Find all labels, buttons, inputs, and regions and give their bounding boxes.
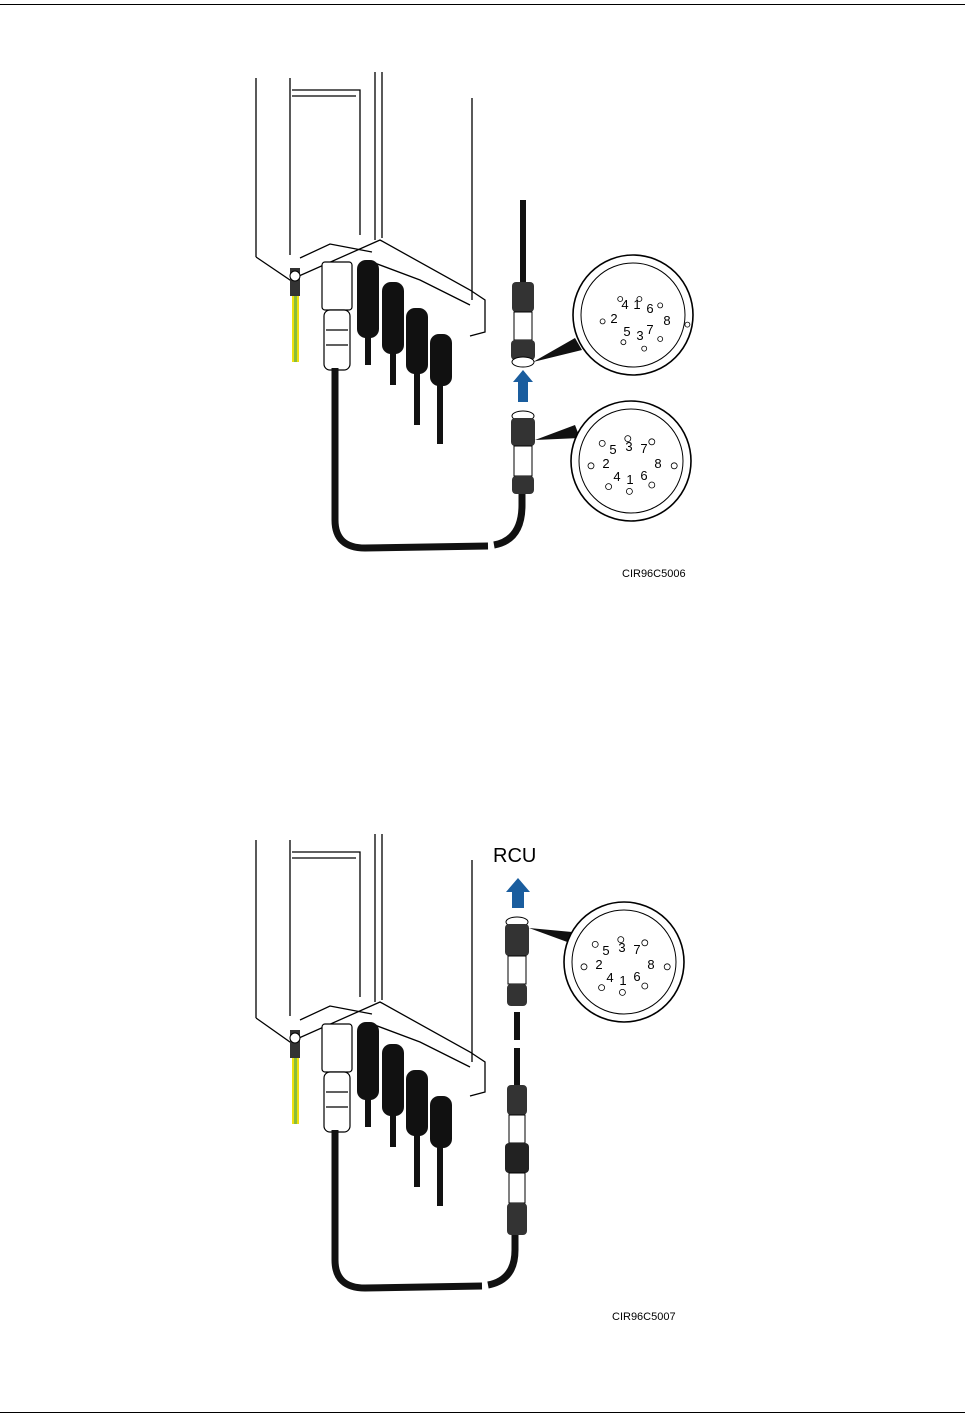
ground-cable <box>290 268 300 362</box>
rcu-direction-arrow-icon <box>506 878 530 908</box>
rcu-cable <box>335 368 488 548</box>
rcu-label: RCU <box>493 845 536 867</box>
joined-connectors <box>505 1085 529 1235</box>
ground-cable <box>290 1030 300 1124</box>
pin-number: 7 <box>640 441 647 456</box>
cpri-connectors <box>357 1022 452 1206</box>
power-connector <box>322 262 352 370</box>
pin-number: 8 <box>663 313 670 328</box>
pin-number: 5 <box>609 442 616 457</box>
pin-number: 6 <box>646 301 653 316</box>
pin-number: 8 <box>647 957 654 972</box>
pin-number: 5 <box>623 324 630 339</box>
pin-number: 2 <box>610 311 617 326</box>
pin-number: 1 <box>619 973 626 988</box>
pin-number: 2 <box>595 957 602 972</box>
pin-number: 3 <box>636 328 643 343</box>
figure-id-label: CIR96C5006 <box>622 568 686 580</box>
pin-number: 1 <box>626 472 633 487</box>
pin-number: 7 <box>646 322 653 337</box>
pin-number: 6 <box>633 969 640 984</box>
pin-number: 4 <box>606 970 613 985</box>
pin-number: 3 <box>625 439 632 454</box>
pin-number: 4 <box>621 297 628 312</box>
rcu-cable-end <box>488 1235 515 1285</box>
pin-number: 1 <box>633 297 640 312</box>
mate-direction-arrow-icon <box>513 370 533 402</box>
pin-number: 2 <box>602 456 609 471</box>
rcu-cable <box>335 1130 482 1288</box>
pin-number: 7 <box>633 942 640 957</box>
rcu-cable-end <box>494 490 522 545</box>
figure-id-label: CIR96C5007 <box>612 1311 676 1323</box>
footer-rule <box>0 1412 965 1413</box>
pin-number: 3 <box>618 940 625 955</box>
pin-number: 8 <box>654 456 661 471</box>
power-connector <box>322 1024 352 1132</box>
rcu-end-connector <box>505 917 529 1006</box>
upper-connector <box>511 200 535 367</box>
pin-number: 4 <box>613 469 620 484</box>
pin-number: 6 <box>640 468 647 483</box>
lower-connector <box>511 411 535 494</box>
pin-number: 5 <box>602 943 609 958</box>
cpri-connectors <box>357 260 452 444</box>
